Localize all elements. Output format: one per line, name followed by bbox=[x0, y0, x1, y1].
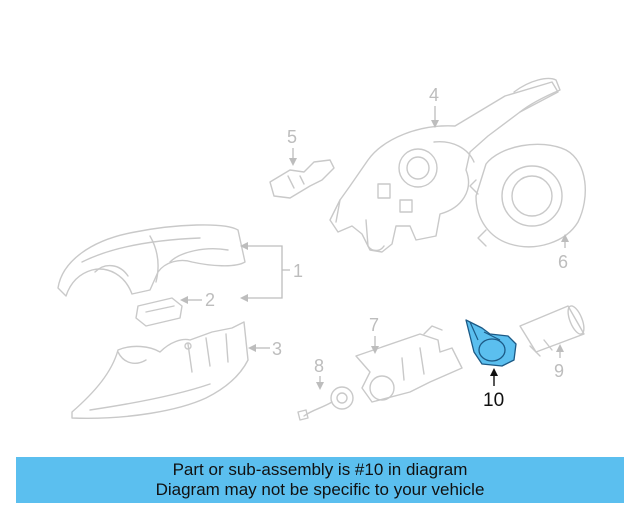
callout-2: 2 bbox=[205, 290, 215, 310]
switch-part-5 bbox=[269, 159, 335, 199]
callout-6: 6 bbox=[558, 252, 568, 272]
cylinder-sleeve bbox=[519, 305, 585, 357]
callout-numbers: 4 5 6 1 2 3 7 8 9 10 bbox=[205, 85, 568, 411]
leader-lines bbox=[180, 106, 569, 390]
combination-switch bbox=[329, 77, 561, 253]
ignition-housing bbox=[355, 325, 463, 403]
callout-3: 3 bbox=[272, 339, 282, 359]
ignition-switch-highlighted bbox=[465, 319, 517, 367]
lower-column-shroud bbox=[71, 321, 249, 419]
clock-spring bbox=[469, 143, 586, 248]
upper-column-shroud bbox=[57, 224, 246, 297]
bracket-part bbox=[135, 297, 183, 327]
banner-line-1: Part or sub-assembly is #10 in diagram bbox=[172, 460, 468, 479]
callout-10: 10 bbox=[483, 390, 504, 411]
callout-1: 1 bbox=[293, 261, 303, 281]
wire-connector bbox=[297, 386, 354, 421]
callout-7: 7 bbox=[369, 315, 379, 335]
info-banner: Part or sub-assembly is #10 in diagram D… bbox=[16, 457, 624, 503]
banner-line-2: Diagram may not be specific to your vehi… bbox=[155, 480, 485, 499]
callout-5: 5 bbox=[287, 127, 297, 147]
callout-8: 8 bbox=[314, 356, 324, 376]
callout-9: 9 bbox=[554, 361, 564, 381]
parts-diagram: 4 5 6 1 2 3 7 8 9 10 bbox=[57, 77, 586, 421]
callout-4: 4 bbox=[429, 85, 439, 105]
